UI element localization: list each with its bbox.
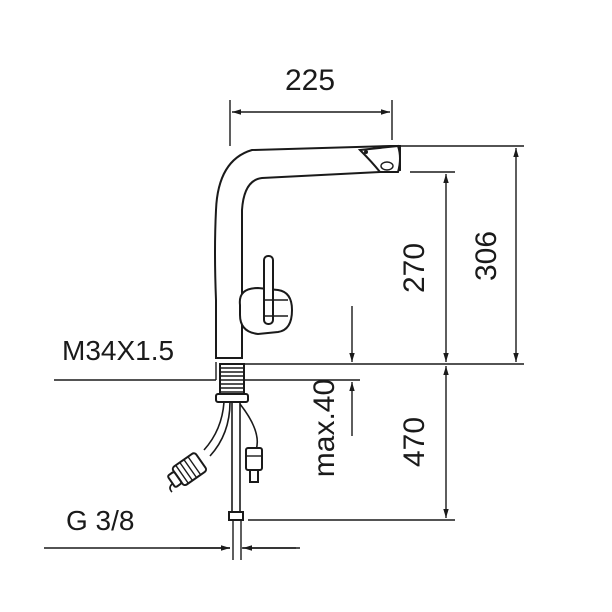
- max-thickness-label: max.40: [308, 379, 341, 477]
- supply-hoses: [167, 401, 263, 560]
- spout-height-label: 270: [398, 243, 431, 293]
- total-height-label: 306: [470, 231, 503, 281]
- reach-label: 225: [285, 64, 335, 97]
- faucet-body: [214, 144, 401, 359]
- supply-connection-label: G 3/8: [66, 505, 134, 536]
- hose-connector: [167, 452, 208, 488]
- lever-handle: [238, 255, 294, 336]
- dimension-lines: [180, 109, 519, 551]
- mount-thread-label: M34X1.5: [62, 335, 174, 366]
- threaded-shank: [215, 363, 249, 403]
- hose-length-label: 470: [398, 417, 431, 467]
